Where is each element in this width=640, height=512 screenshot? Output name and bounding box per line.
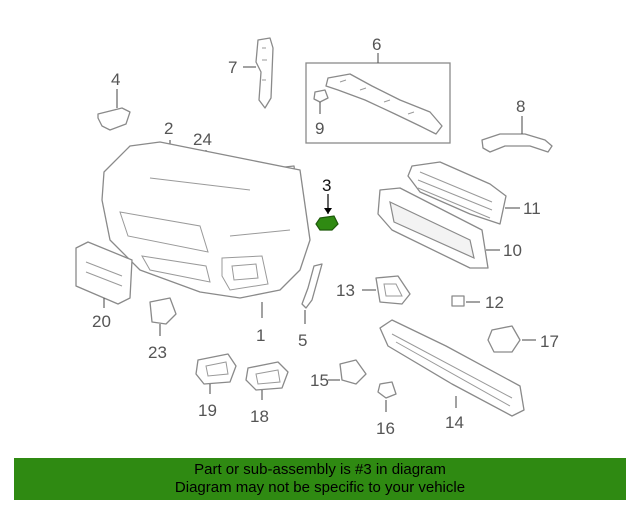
callout-15: 15 [310,371,329,390]
callout-3: 3 [322,176,331,195]
callout-1: 1 [256,326,265,345]
part-5-strip [301,263,323,309]
part-18-bezel [245,361,289,391]
callout-19: 19 [198,401,217,420]
part-3-highlighted [315,215,339,231]
callout-18: 18 [250,407,269,426]
part-1-bumper-cover [101,141,311,299]
callout-10: 10 [503,241,522,260]
callout-16: 16 [376,419,395,438]
callout-13: 13 [336,281,355,300]
part-16-fastener [377,381,397,399]
part-7-bracket [255,37,274,109]
part-4-bracket [97,107,131,131]
part-10-grille-frame [377,187,489,269]
callout-7: 7 [228,58,237,77]
part-6-assembly-box [305,62,451,144]
banner-line-1: Part or sub-assembly is #3 in diagram [194,461,446,478]
banner-line-2: Diagram may not be specific to your vehi… [174,479,466,496]
callout-9: 9 [315,119,324,138]
callout-14: 14 [445,413,464,432]
callout-20: 20 [92,312,111,331]
callout-23: 23 [148,343,167,362]
part-17-bracket [487,325,521,353]
part-23-bracket [149,297,177,325]
callout-24: 24 [193,130,212,149]
callout-5: 5 [298,331,307,350]
part-19-bezel [195,353,237,385]
part-20-license-bracket [75,241,133,305]
callout-12: 12 [485,293,504,312]
callout-4: 4 [111,70,120,89]
info-banner-text: Part or sub-assembly is #3 in diagram Di… [14,458,626,500]
callout-8: 8 [516,97,525,116]
part-11-grille [407,161,507,225]
parts-diagram: 7 6 9 8 4 2 24 22 21 [75,35,559,438]
callout-2: 2 [164,119,173,138]
info-banner [14,458,626,500]
callout-11: 11 [523,199,541,218]
part-12-clip [451,295,465,307]
part-8-bracket [481,133,553,153]
callout-17: 17 [540,332,559,351]
part-3-shape [315,215,339,231]
part-9-clip [313,89,329,103]
part-13-bracket [375,275,411,305]
part-15-bracket [339,359,367,385]
part-14-reinforcement [379,319,525,417]
callout-6: 6 [372,35,381,54]
